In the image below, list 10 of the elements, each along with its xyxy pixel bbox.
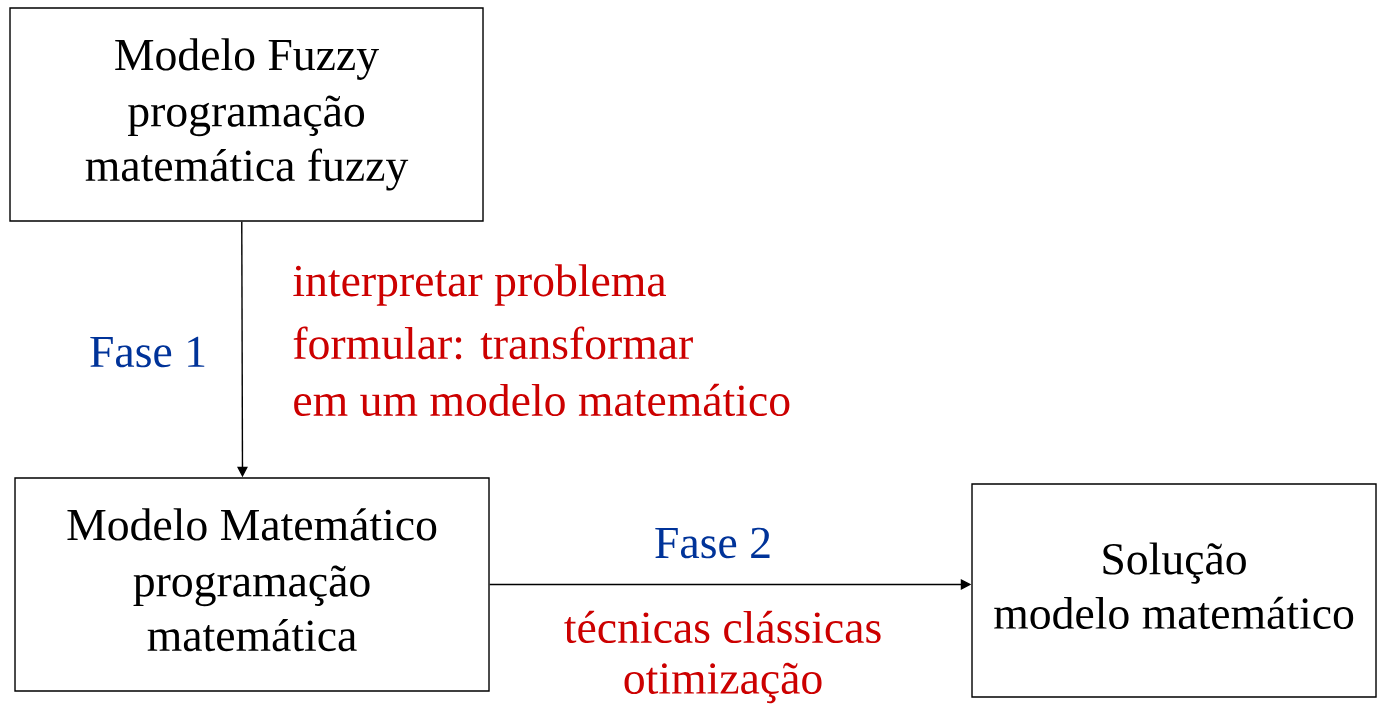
process-box: Modelo Fuzzy programação matemática fuzzy	[9, 7, 484, 222]
process-box: Modelo Matemático programação matemática	[14, 477, 490, 692]
edge-label: Fase 2	[652, 525, 774, 561]
note-text: otimização	[624, 662, 822, 704]
edge-label: Fase 1	[87, 334, 209, 370]
process-box: Solução modelo matemático	[971, 483, 1377, 698]
note-text: formular: transformar	[293, 326, 693, 360]
note-text: interpretar problema	[293, 264, 666, 306]
note-text: técnicas clássicas	[564, 610, 881, 644]
note-text: em um modelo matemático	[294, 383, 790, 417]
